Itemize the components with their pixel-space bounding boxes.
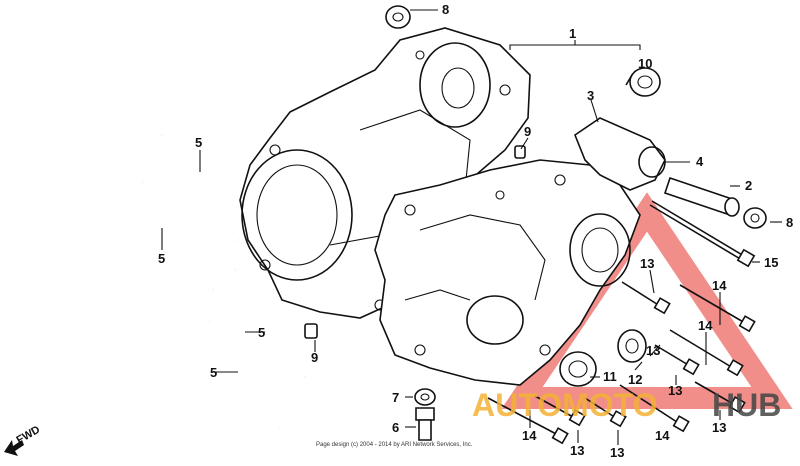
bolt-14-c: [487, 397, 569, 445]
label-9-upper: 9: [524, 124, 531, 139]
seal-11: [559, 351, 597, 387]
label-14-a: 14: [712, 278, 727, 293]
label-13-c: 13: [668, 383, 682, 398]
label-15: 15: [764, 255, 778, 270]
label-13-b: 13: [646, 343, 660, 358]
dowel-9-upper: [514, 145, 526, 159]
label-13-d: 13: [570, 443, 584, 458]
drain-washer-7: [414, 388, 436, 406]
drain-bolt-6: [415, 407, 435, 441]
bolt-13-a: [621, 281, 671, 315]
label-14-b: 14: [698, 318, 713, 333]
seal-12: [617, 329, 647, 363]
right-crankcase: [374, 159, 641, 386]
label-1: 1: [569, 26, 576, 41]
washer-8-right: [743, 207, 767, 229]
washer-8-top: [385, 5, 411, 29]
bolt-13-c: [694, 381, 746, 414]
label-8-right: 8: [786, 215, 793, 230]
watermark-part1: AUTOMOTO: [472, 387, 657, 423]
stud-5-c: [233, 268, 307, 379]
label-7: 7: [392, 390, 399, 405]
bolt-14-d: [619, 384, 690, 433]
bearing-10: [625, 67, 661, 97]
bolt-14-b: [669, 329, 744, 377]
bolt-13-e: [584, 397, 627, 428]
label-9-lower: 9: [311, 350, 318, 365]
label-12: 12: [628, 372, 642, 387]
stud-5-d: [208, 320, 282, 430]
sleeve-2: [663, 176, 740, 217]
label-14-c: 14: [522, 428, 537, 443]
label-3: 3: [587, 88, 594, 103]
label-4: 4: [696, 154, 704, 169]
stud-5-b: [141, 180, 215, 292]
label-10: 10: [638, 56, 652, 71]
bolt-15: [649, 200, 756, 268]
label-5-c: 5: [258, 325, 265, 340]
label-5-a: 5: [195, 135, 202, 150]
label-13-f: 13: [610, 445, 624, 460]
footer-copyright: Page design (c) 2004 - 2014 by ARI Netwo…: [316, 442, 473, 448]
stud-5-a: [160, 133, 240, 242]
bolt-13-d: [534, 395, 586, 427]
forward-arrow-icon: [4, 440, 24, 456]
watermark-part2: HUB: [712, 387, 781, 423]
part-labels: 8 1 10 3 9 5 4 2 8 5 13 15 5 14 14 5 9 1…: [158, 2, 793, 460]
label-2: 2: [745, 178, 752, 193]
label-11: 11: [603, 369, 617, 384]
label-13-e: 13: [712, 420, 726, 435]
bolt-13-b: [654, 344, 700, 376]
label-8-top: 8: [442, 2, 449, 17]
label-14-d: 14: [655, 428, 670, 443]
dowel-9-lower: [304, 323, 318, 339]
leader-lines: [161, 9, 782, 445]
bolt-14-a: [679, 284, 756, 333]
label-5-b: 5: [158, 251, 165, 266]
watermark-text: AUTOMOTO HUB: [472, 387, 781, 423]
label-13-a: 13: [640, 256, 654, 271]
label-5-d: 5: [210, 365, 217, 380]
forward-label: FWD: [15, 424, 43, 447]
forward-indicator: FWD: [4, 424, 42, 456]
label-6: 6: [392, 420, 399, 435]
